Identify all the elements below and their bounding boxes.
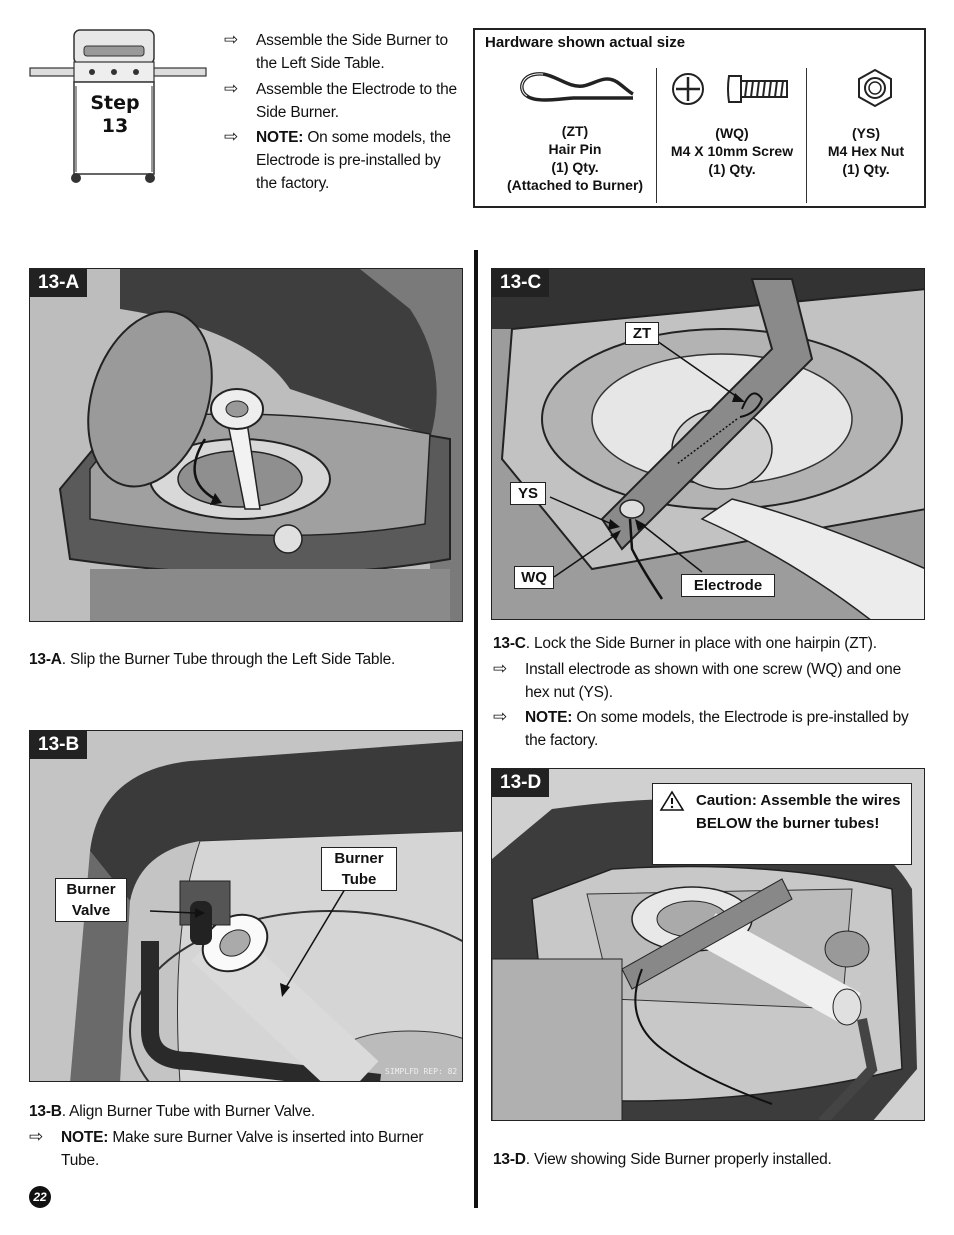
hardware-code: (WQ) [715, 125, 749, 141]
caption-ref: 13-C [493, 635, 526, 652]
hardware-divider [806, 68, 807, 203]
hardware-divider [656, 68, 657, 203]
figure-13d: 13-D Caution: Assemble the wires BELOW t… [491, 768, 925, 1121]
note-label: NOTE: [256, 129, 304, 146]
note: NOTE: On some models, the Electrode is p… [525, 706, 923, 752]
arrow-right-outline-icon: ⇨ [493, 659, 508, 679]
note-text: Make sure Burner Valve is inserted into … [61, 1129, 424, 1169]
hardware-code: (ZT) [561, 123, 589, 139]
arrow-right-outline-icon: ⇨ [224, 127, 239, 147]
step-word: Step [90, 92, 140, 114]
screw-head-icon [672, 73, 704, 105]
figure-13a: 13-A [29, 268, 463, 622]
caution-text: Caution: Assemble the wires BELOW the bu… [696, 792, 901, 832]
page-number-badge: 22 [29, 1186, 51, 1208]
page-number: 22 [33, 1190, 47, 1204]
arrow-right-outline-icon: ⇨ [29, 1127, 44, 1147]
callout-wq: WQ [514, 566, 554, 589]
hair-pin-icon [520, 72, 634, 102]
caption-13c-note: ⇨ NOTE: On some models, the Electrode is… [493, 706, 925, 752]
callout-burner-valve: Burner Valve [55, 878, 127, 922]
note-label: NOTE: [61, 1129, 109, 1146]
figure-label: 13-C [492, 269, 550, 297]
figure-label: 13-A [30, 269, 88, 297]
hardware-item-ys: (YS) M4 Hex Nut (1) Qty. [807, 124, 925, 178]
hardware-item-zt: (ZT) Hair Pin (1) Qty. (Attached to Burn… [495, 122, 655, 194]
hardware-name: M4 Hex Nut [827, 143, 905, 159]
callout-burner-tube: Burner Tube [321, 847, 397, 891]
hardware-code: (YS) [852, 125, 880, 141]
hardware-title: Hardware shown actual size [485, 34, 686, 51]
hex-nut-icon [858, 68, 892, 108]
bullet-text: Install electrode as shown with one scre… [525, 661, 902, 701]
callout-zt: ZT [625, 322, 659, 345]
step-number: 13 [101, 115, 129, 137]
side-table-illustration [30, 269, 462, 621]
warning-triangle-icon [659, 790, 685, 811]
hardware-item-wq: (WQ) M4 X 10mm Screw (1) Qty. [657, 124, 807, 178]
hardware-extra: (Attached to Burner) [506, 177, 644, 193]
grill-thumbnail: Step 13 [28, 26, 208, 186]
screw-side-icon [727, 75, 788, 103]
caption-text: . View showing Side Burner properly inst… [525, 1151, 832, 1168]
callout-ys: YS [510, 482, 546, 505]
caption-13c-bullet: ⇨ Install electrode as shown with one sc… [493, 658, 925, 704]
caption-text: . Lock the Side Burner in place with one… [525, 635, 877, 652]
caption-text: . Align Burner Tube with Burner Valve. [61, 1103, 315, 1120]
column-divider [474, 250, 478, 1208]
hardware-name: Hair Pin [548, 141, 602, 157]
caption-text: . Slip the Burner Tube through the Left … [61, 651, 396, 668]
caption-13d: 13-D. View showing Side Burner properly … [493, 1148, 923, 1171]
caption-ref: 13-D [493, 1151, 526, 1168]
caption-13a: 13-A. Slip the Burner Tube through the L… [29, 648, 469, 671]
caption-13b-note: ⇨ NOTE: Make sure Burner Valve is insert… [29, 1126, 449, 1172]
grill-illustration [29, 29, 207, 183]
arrow-right-outline-icon: ⇨ [224, 30, 239, 50]
hardware-name: M4 X 10mm Screw [670, 143, 794, 159]
arrow-right-outline-icon: ⇨ [493, 707, 508, 727]
instruction-note: NOTE: On some models, the Electrode is p… [256, 126, 461, 195]
hardware-qty: (1) Qty. [708, 161, 756, 177]
casting-stamp: SIMPLFD REP: 82 [385, 1067, 457, 1076]
burner-lock-illustration [492, 269, 924, 619]
figure-13b: 13-B SIMPLFD REP: 82 Burner Valve Burner… [29, 730, 463, 1082]
arrow-right-outline-icon: ⇨ [224, 79, 239, 99]
figure-13c: 13-C ZT YS WQ Electrode [491, 268, 925, 620]
callout-electrode: Electrode [681, 574, 775, 597]
note-text: On some models, the Electrode is pre-ins… [525, 709, 909, 749]
caption-ref: 13-A [29, 651, 62, 668]
instruction-1: ⇨ Assemble the Side Burner to the Left S… [224, 29, 464, 75]
caution-box: Caution: Assemble the wires BELOW the bu… [652, 783, 912, 865]
note-text: On some models, the Electrode is pre-ins… [256, 129, 451, 192]
hardware-qty: (1) Qty. [551, 159, 599, 175]
step-label: Step 13 [83, 92, 147, 138]
caption-13c: 13-C. Lock the Side Burner in place with… [493, 632, 923, 655]
note-label: NOTE: [525, 709, 573, 726]
instruction-2: ⇨ Assemble the Electrode to the Side Bur… [224, 78, 464, 124]
instruction-3: ⇨ NOTE: On some models, the Electrode is… [224, 126, 469, 195]
instruction-text: Assemble the Electrode to the Side Burne… [256, 81, 457, 121]
figure-label: 13-B [30, 731, 88, 759]
caption-13b: 13-B. Align Burner Tube with Burner Valv… [29, 1100, 469, 1123]
instruction-text: Assemble the Side Burner to the Left Sid… [256, 32, 448, 72]
hardware-box: Hardware shown actual size (ZT) Hair Pin… [473, 28, 926, 208]
figure-label: 13-D [492, 769, 550, 797]
note: NOTE: Make sure Burner Valve is inserted… [61, 1126, 446, 1172]
caption-ref: 13-B [29, 1103, 62, 1120]
hardware-qty: (1) Qty. [842, 161, 890, 177]
